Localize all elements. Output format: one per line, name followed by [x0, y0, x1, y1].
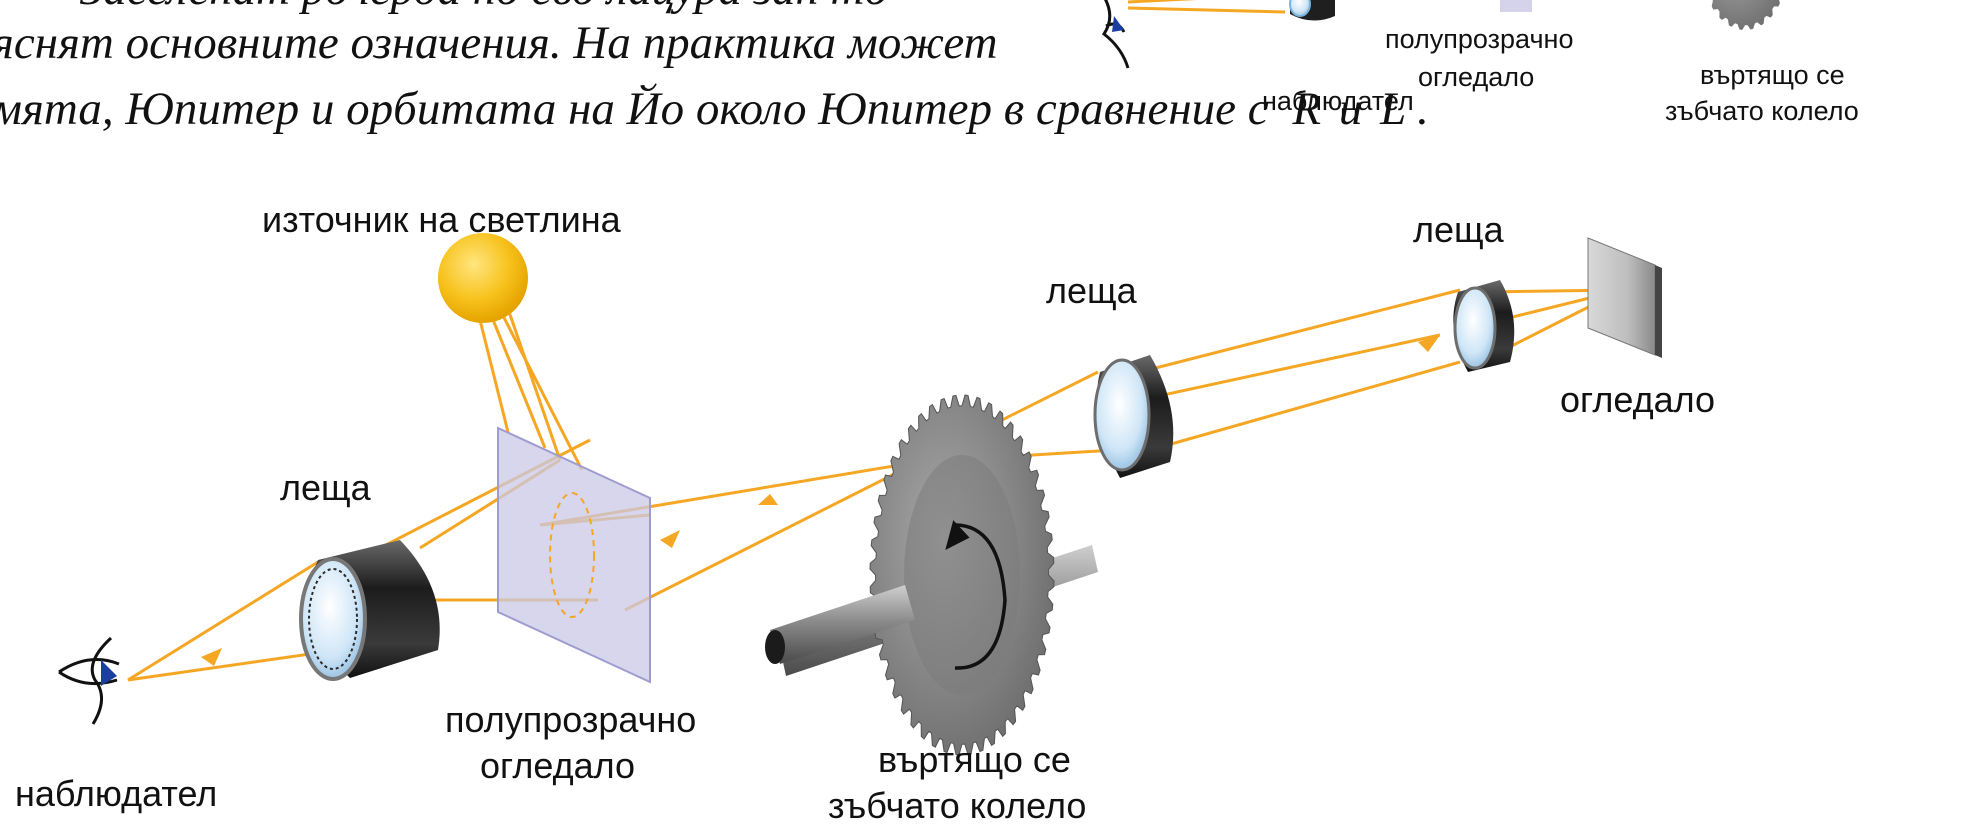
half-mirror-beam-footprint [549, 492, 595, 618]
rotation-arrow-icon [954, 523, 1007, 670]
inset-gear [1711, 0, 1780, 30]
text-line-3-main: мята, Юпитер и орбитата на Йо около Юпит… [0, 83, 1269, 135]
label-half-mirror-line2: огледало [480, 745, 635, 786]
end-mirror-edge [1655, 265, 1662, 358]
light-source-icon [438, 233, 528, 323]
rotation-arrowhead [945, 520, 970, 550]
half-mirror [497, 426, 651, 684]
gear-axle-front [770, 585, 915, 664]
inset-eye-icon [1101, 0, 1130, 69]
text-line-2: яснят основните означения. На практика м… [0, 17, 998, 69]
text-line-1: Заселенат рочерда но сво лацура зан то [80, 0, 888, 15]
inset-label-half-mirror-line2: огледало [1418, 62, 1534, 92]
beam-arrow [1418, 335, 1440, 352]
gear-axle-end [765, 630, 785, 664]
lens-middle [1093, 355, 1174, 478]
label-mirror: огледало [1560, 379, 1715, 420]
lens-right-glass [1453, 286, 1497, 370]
label-lens-middle: леща [1046, 270, 1138, 311]
inset-beam [1127, 0, 1197, 4]
text-period: . [1417, 83, 1429, 135]
inset-label-half-mirror-line1: полупрозрачно [1385, 24, 1573, 54]
math-variable-r: R [1291, 83, 1321, 135]
label-wheel-line1: въртящо се [878, 739, 1071, 780]
inset-diagram: полупрозрачно огледало наблюдател въртящ… [1101, 0, 1859, 126]
label-lens-right: леща [1413, 209, 1505, 250]
lens-right [1453, 280, 1515, 372]
lens-left-rim [308, 568, 358, 670]
inset-lens-glass [1289, 0, 1311, 17]
lens-middle-glass [1093, 358, 1151, 472]
label-observer: наблюдател [15, 773, 217, 814]
inset-label-wheel-line2: зъбчато колело [1665, 96, 1859, 126]
beam-arrow [201, 648, 222, 666]
gear-hub-shade [904, 455, 1020, 695]
lens-left [299, 540, 440, 681]
inset-beam [1127, 6, 1286, 14]
label-wheel-line2: зъбчато колело [828, 785, 1086, 826]
source-rays [473, 299, 584, 471]
inset-label-observer: наблюдател [1262, 86, 1414, 116]
label-light-source: източник на светлина [262, 199, 622, 240]
label-half-mirror-line1: полупрозрачно [445, 699, 696, 740]
math-variable-l: L [1379, 83, 1405, 135]
main-diagram: източник на светлина леща леща леща огле… [15, 199, 1715, 826]
rotating-gear [765, 394, 1098, 756]
inset-half-mirror [1500, 0, 1532, 12]
label-lens-left: леща [280, 467, 372, 508]
end-mirror [1587, 237, 1662, 358]
text-fragment: Заселенат рочерда но сво лацура зан то я… [0, 0, 1429, 135]
lens-left-glass [299, 557, 367, 681]
text-and: и [1339, 83, 1363, 135]
observer-eye-icon [58, 636, 120, 725]
text-line-3: мята, Юпитер и орбитата на Йо около Юпит… [0, 83, 1429, 135]
beam-arrow [758, 494, 778, 505]
beam-arrow [660, 530, 680, 548]
inset-label-wheel-line1: въртящо се [1700, 60, 1845, 90]
